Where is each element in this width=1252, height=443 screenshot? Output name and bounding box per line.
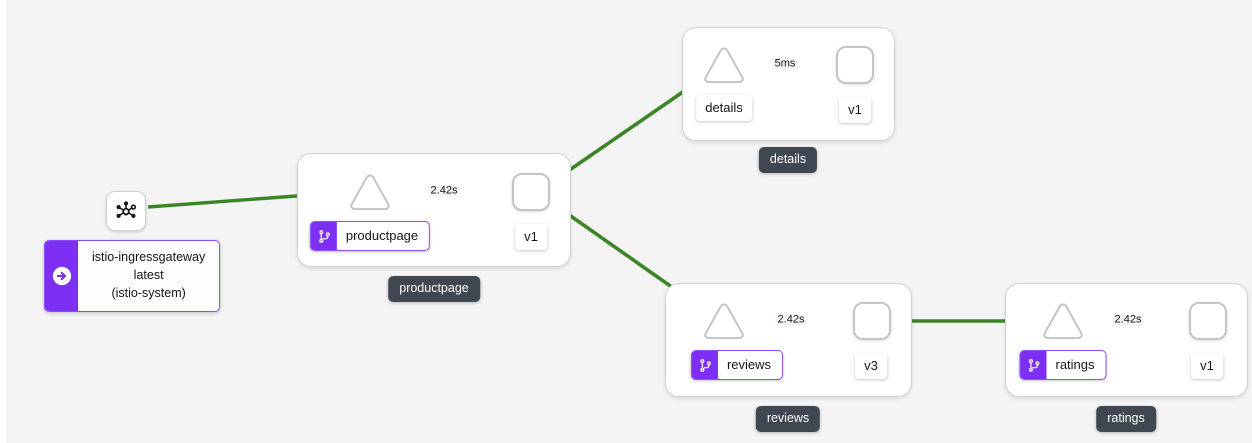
mesh-network-icon-node[interactable] — [106, 191, 146, 231]
group-badge-details[interactable]: details — [758, 147, 818, 173]
group-badge-reviews[interactable]: reviews — [755, 406, 821, 432]
service-label-text: ratings — [1055, 357, 1095, 372]
workload-label-ratings-v1[interactable]: v1 — [1191, 353, 1223, 379]
mesh-network-icon — [116, 201, 137, 218]
arrow-right-circle-icon — [45, 241, 78, 312]
code-branch-icon — [691, 351, 718, 379]
gateway-name: istio-ingressgateway — [92, 250, 206, 264]
gateway-namespace: (istio-system) — [111, 285, 186, 300]
workload-node-reviews-v3[interactable] — [853, 302, 891, 340]
edge-label-details: 5ms — [772, 57, 798, 70]
group-badge-ratings[interactable]: ratings — [1096, 406, 1156, 432]
ingress-gateway-label: istio-ingressgateway latest (istio-syste… — [78, 241, 219, 311]
edge-label-reviews: 2.42s — [775, 313, 807, 326]
service-node-productpage[interactable] — [347, 172, 393, 214]
edge-label-ratings: 2.42s — [1112, 313, 1144, 326]
workload-label-reviews-v3[interactable]: v3 — [855, 353, 887, 379]
workload-label-productpage-v1[interactable]: v1 — [515, 224, 547, 250]
workload-label-details-v1[interactable]: v1 — [839, 97, 871, 123]
service-label-reviews[interactable]: reviews — [690, 350, 784, 380]
service-node-details[interactable] — [701, 45, 747, 87]
code-branch-icon — [1020, 351, 1047, 379]
service-label-productpage[interactable]: productpage — [309, 221, 431, 251]
service-label-text: reviews — [726, 357, 772, 372]
gateway-version: latest — [133, 267, 164, 282]
code-branch-icon — [310, 222, 337, 250]
group-badge-productpage[interactable]: productpage — [388, 276, 480, 302]
workload-node-details-v1[interactable] — [836, 46, 874, 84]
edge-label-productpage: 2.42s — [428, 184, 460, 197]
service-label-text: productpage — [345, 228, 419, 243]
service-node-reviews[interactable] — [701, 301, 747, 343]
workload-node-productpage-v1[interactable] — [512, 173, 550, 211]
workload-node-ratings-v1[interactable] — [1189, 302, 1227, 340]
service-label-details[interactable]: details — [696, 95, 752, 121]
ingress-gateway-card[interactable]: istio-ingressgateway latest (istio-syste… — [44, 240, 221, 313]
service-node-ratings[interactable] — [1040, 301, 1086, 343]
service-label-ratings[interactable]: ratings — [1019, 350, 1107, 380]
